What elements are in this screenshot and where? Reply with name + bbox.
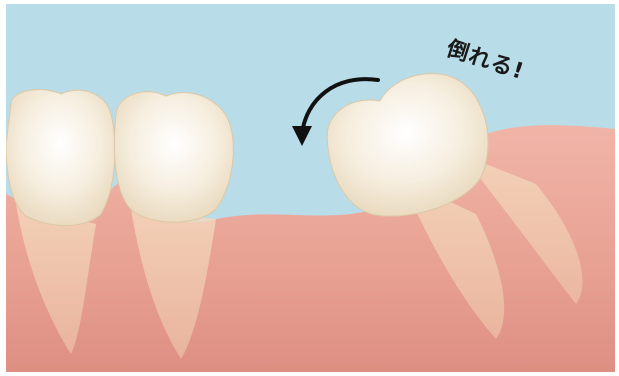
tooth-left-2 — [114, 92, 233, 222]
tooth-left-1 — [6, 89, 115, 225]
